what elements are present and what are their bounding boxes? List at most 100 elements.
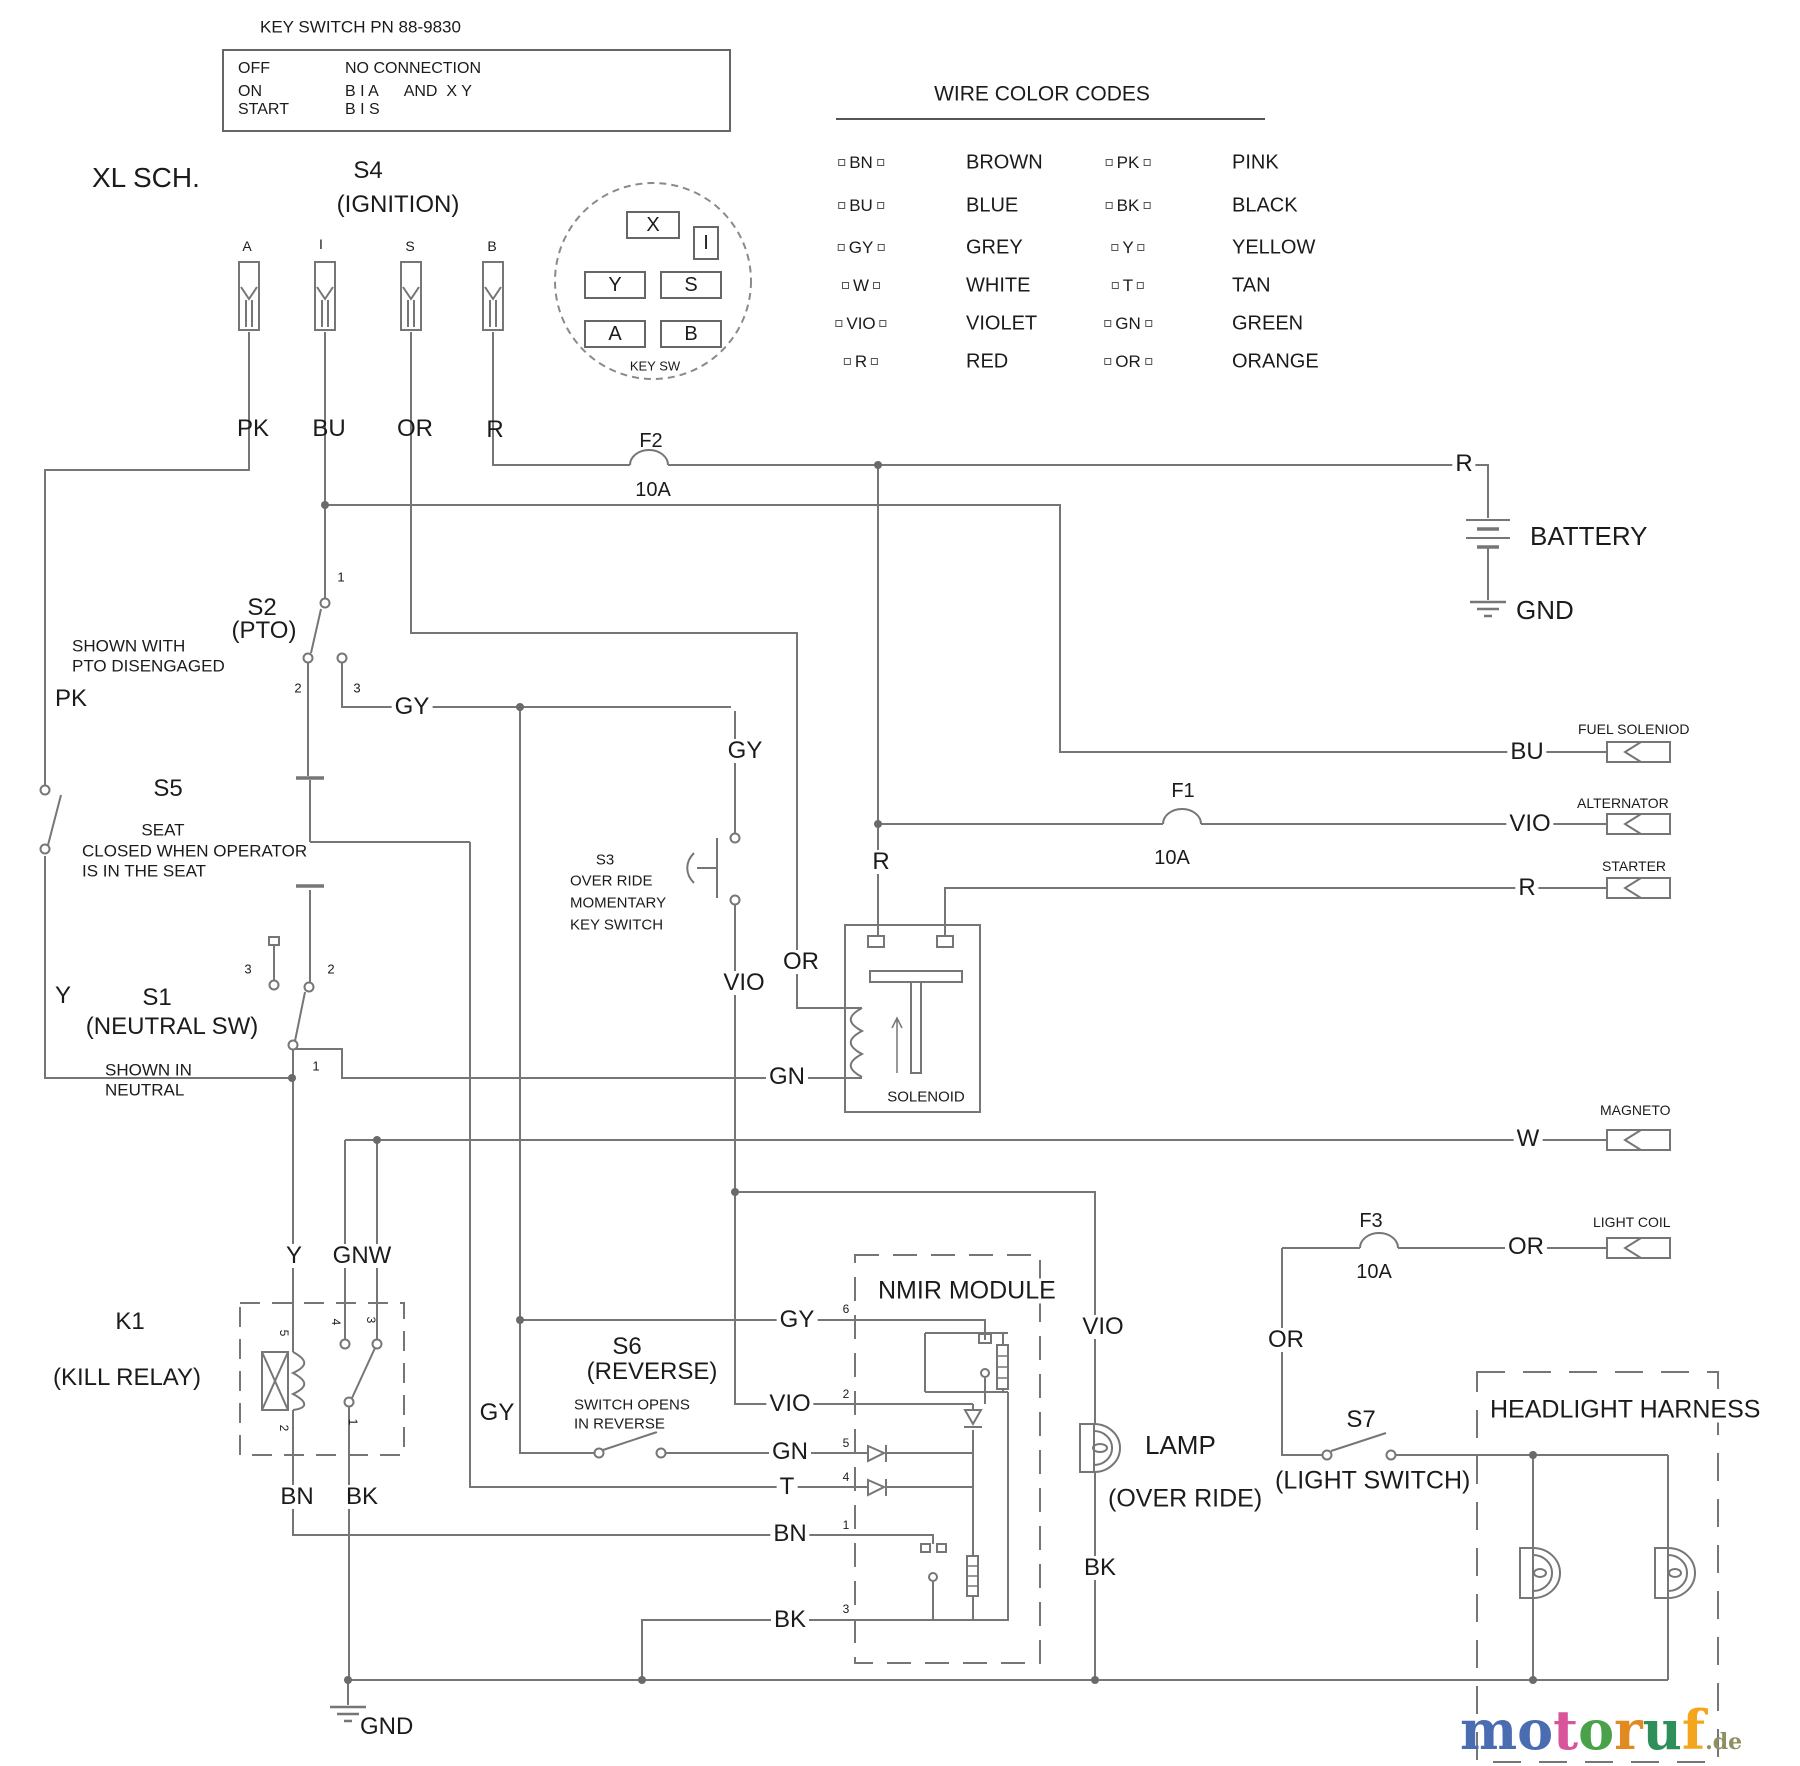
wire-t-nmir: T	[776, 1475, 798, 1499]
key-switch-pn: KEY SWITCH PN 88-9830	[260, 17, 461, 37]
keysw-label: KEY SW	[629, 358, 681, 374]
wire-w-magneto: W	[1513, 1127, 1543, 1151]
wire-gy-s2: GY	[391, 695, 433, 719]
legend-name-pink: PINK	[1232, 151, 1279, 174]
s4-id: S4	[353, 157, 383, 184]
conn-light-coil: LIGHT COIL	[1593, 1214, 1671, 1230]
wire-pin-icon	[838, 159, 846, 167]
headlight-harness-box	[1476, 1371, 1719, 1763]
legend-name-white: WHITE	[966, 274, 1031, 297]
legend-code-bk: BK	[1102, 196, 1155, 216]
keysw-connection-2: B I S	[345, 101, 380, 118]
legend-name-black: BLACK	[1232, 194, 1298, 217]
s1-id: S1	[142, 984, 172, 1011]
fuse-symbols	[629, 449, 1399, 1249]
k1-pin3: 3	[364, 1316, 378, 1324]
nmir-pin3: 3	[839, 1603, 853, 1615]
keysw-connection-0: NO CONNECTION	[345, 60, 481, 77]
junction-dots	[288, 461, 1537, 1684]
conn-starter: STARTER	[1602, 858, 1667, 874]
nmir-pin6: 6	[839, 1303, 853, 1315]
fuse-f1-id: F1	[1171, 780, 1195, 802]
s4-pin-a: A	[242, 238, 252, 254]
s6-note-2: IN REVERSE	[571, 1416, 668, 1432]
s4-name: (IGNITION)	[336, 191, 460, 218]
keysw-i: I	[703, 232, 709, 254]
wire-gn-nmir: GN	[769, 1440, 811, 1464]
ground-symbols	[330, 600, 1506, 1723]
battery-symbol	[1466, 519, 1510, 549]
fuse-f2-rating: 10A	[635, 479, 671, 501]
switch-contacts	[39, 597, 1397, 1582]
s4-connector-pins	[238, 261, 504, 331]
keysw-a: A	[608, 323, 622, 345]
keysw-connection-1: B I A AND X Y	[345, 83, 472, 100]
legend-code-gy: GY	[834, 238, 889, 258]
wire-or-top: OR	[397, 415, 433, 442]
wire-or-s7: OR	[1265, 1328, 1307, 1352]
nmir-pin2: 2	[839, 1388, 853, 1400]
wire-gy-nmir: GY	[776, 1308, 818, 1332]
wire-pin-icon	[873, 282, 881, 290]
xl-sch-label: XL SCH.	[92, 162, 200, 193]
legend-code-text: VIO	[846, 314, 876, 333]
wire-pin-icon	[1105, 159, 1113, 167]
wire-pin-icon	[1111, 244, 1119, 252]
wire-vio-nmir: VIO	[766, 1392, 814, 1416]
legend-code-pk: PK	[1102, 153, 1155, 173]
wire-r-sol: R	[869, 850, 893, 874]
s4-pin-b: B	[487, 238, 497, 254]
legend-code-vio: VIO	[831, 314, 890, 334]
s5-id: S5	[153, 775, 183, 802]
nmir-pin4: 4	[839, 1471, 853, 1483]
keysw-position-start: START	[238, 101, 289, 118]
keysw-position-on: ON	[238, 83, 262, 100]
wire-pin-icon	[1144, 358, 1152, 366]
wire-bk-nmir: BK	[770, 1608, 810, 1632]
nmir-pin5: 5	[839, 1437, 853, 1449]
legend-code-bn: BN	[834, 153, 888, 173]
watermark-letter: r	[1614, 1698, 1643, 1762]
motoruf-watermark: motoruf.de	[1460, 1698, 1742, 1762]
legend-name-red: RED	[966, 350, 1009, 373]
watermark-letter: m	[1460, 1698, 1518, 1762]
legend-code-r: R	[840, 352, 882, 372]
s2-id: S2	[247, 594, 277, 621]
watermark-suffix: .de	[1705, 1729, 1743, 1755]
legend-name-grey: GREY	[966, 236, 1023, 259]
wire-pin-icon	[871, 358, 879, 366]
fuse-f3-id: F3	[1359, 1210, 1383, 1232]
legend-code-text: R	[854, 352, 868, 371]
wire-or-lightcoil: OR	[1505, 1235, 1547, 1259]
legend-name-violet: VIOLET	[966, 312, 1038, 335]
s4-pin-i: I	[319, 236, 323, 252]
gnd-bottom: GND	[360, 1713, 414, 1740]
wire-bn-nmir: BN	[770, 1522, 810, 1546]
nmir-pin1: 1	[839, 1519, 853, 1531]
k1-pin5: 5	[277, 1329, 291, 1337]
wire-pin-icon	[1104, 358, 1112, 366]
s7-id: S7	[1346, 1406, 1376, 1433]
s5-name: SEAT	[141, 820, 185, 840]
wire-bk-lamp: BK	[1080, 1556, 1120, 1580]
wire-pin-icon	[1137, 244, 1145, 252]
k1-pin1: 1	[346, 1418, 360, 1426]
wire-y-k1: Y	[282, 1244, 306, 1268]
conn-magneto: MAGNETO	[1600, 1102, 1671, 1118]
legend-code-text: BU	[849, 196, 873, 215]
solenoid-box	[844, 924, 981, 1113]
lamp-label: LAMP	[1145, 1430, 1216, 1460]
k1-id: K1	[115, 1308, 145, 1335]
wire-pin-icon	[1105, 202, 1113, 210]
s3-name-1: OVER RIDE	[570, 872, 653, 890]
s3-name-2: MOMENTARY	[570, 894, 667, 912]
lamp-symbols	[1079, 1423, 1696, 1599]
s2-pin3: 3	[353, 680, 361, 696]
legend-code-text: W	[852, 276, 870, 295]
wire-pin-icon	[1143, 159, 1151, 167]
s1-note-1: SHOWN IN	[105, 1060, 192, 1080]
wire-pin-icon	[876, 202, 884, 210]
s1-pin3: 3	[244, 961, 252, 977]
watermark-letter: o	[1517, 1698, 1554, 1762]
s2-name: (PTO)	[231, 617, 297, 644]
